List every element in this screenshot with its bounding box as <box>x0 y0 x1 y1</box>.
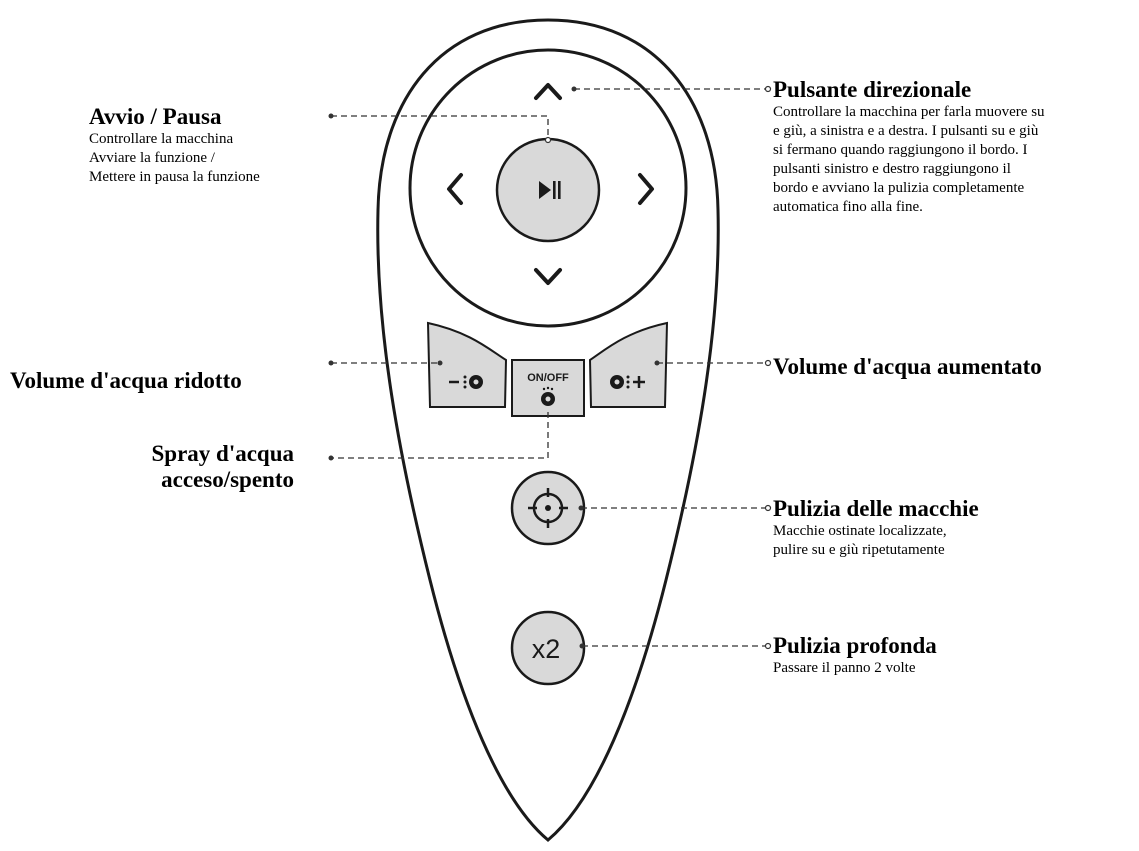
label-play-pause-line: Controllare la macchina <box>89 131 234 147</box>
leader-play-pause <box>331 115 549 138</box>
label-water-up: Volume d'acqua aumentato <box>773 354 1042 380</box>
label-play-pause-line: Mettere in pausa la funzione <box>89 169 260 185</box>
water-drop-icon <box>541 386 555 406</box>
label-water-down-title: Volume d'acqua ridotto <box>10 368 242 393</box>
label-spot-title: Pulizia delle macchie <box>773 496 979 521</box>
label-direction-line: pulsanti sinistro e destro raggiungono i… <box>773 161 1011 177</box>
label-deep-title: Pulizia profonda <box>773 633 937 658</box>
water-minus-icon <box>449 375 483 389</box>
label-direction-line: Controllare la macchina per farla muover… <box>773 104 1045 120</box>
label-spot-line: Macchie ostinate localizzate, <box>773 523 947 539</box>
water-onoff-button[interactable]: ON/OFF <box>511 359 585 417</box>
water-plus-icon <box>610 375 645 389</box>
label-deep: Pulizia profonda Passare il panno 2 volt… <box>773 633 937 678</box>
deep-clean-button[interactable]: x2 <box>510 610 586 686</box>
chevron-up-icon[interactable] <box>534 83 562 100</box>
label-water-down: Volume d'acqua ridotto <box>10 368 242 394</box>
label-spray-line: Spray d'acqua <box>151 441 294 466</box>
label-spot-line: pulire su e giù ripetutamente <box>773 542 945 558</box>
label-direction-title: Pulsante direzionale <box>773 77 972 102</box>
water-up-button[interactable] <box>588 321 669 408</box>
label-direction-line: automatica fino alla fine. <box>773 199 923 215</box>
label-spray-line: acceso/spento <box>161 467 294 492</box>
label-direction-line: e giù, a sinistra e a destra. I pulsanti… <box>773 123 1039 139</box>
play-pause-icon <box>539 181 561 199</box>
label-water-up-title: Volume d'acqua aumentato <box>773 354 1042 379</box>
leader-spray <box>331 412 549 459</box>
onoff-label: ON/OFF <box>527 372 569 384</box>
label-play-pause-line: Avviare la funzione / <box>89 150 215 166</box>
chevron-left-icon[interactable] <box>447 173 463 205</box>
crosshair-icon <box>528 488 568 528</box>
chevron-down-icon[interactable] <box>534 268 562 285</box>
label-spot: Pulizia delle macchie Macchie ostinate l… <box>773 496 979 560</box>
label-spray: Spray d'acqua acceso/spento <box>148 441 294 493</box>
water-down-button[interactable] <box>426 321 508 408</box>
label-play-pause: Avvio / Pausa Controllare la macchina Av… <box>89 104 260 187</box>
leader-lines <box>331 88 766 647</box>
label-direction-line: si fermano quando raggiungono il bordo. … <box>773 142 1028 158</box>
label-direction-line: bordo e avviano la pulizia completamente <box>773 180 1025 196</box>
label-play-pause-title: Avvio / Pausa <box>89 104 222 129</box>
chevron-right-icon[interactable] <box>638 173 654 205</box>
leader-dots <box>328 86 660 649</box>
label-deep-line: Passare il panno 2 volte <box>773 660 916 676</box>
spot-clean-button[interactable] <box>510 470 586 546</box>
x2-label: x2 <box>532 634 561 664</box>
play-pause-button[interactable] <box>495 137 601 243</box>
leader-end-circles <box>544 85 772 650</box>
label-direction: Pulsante direzionale Controllare la macc… <box>773 77 1045 217</box>
